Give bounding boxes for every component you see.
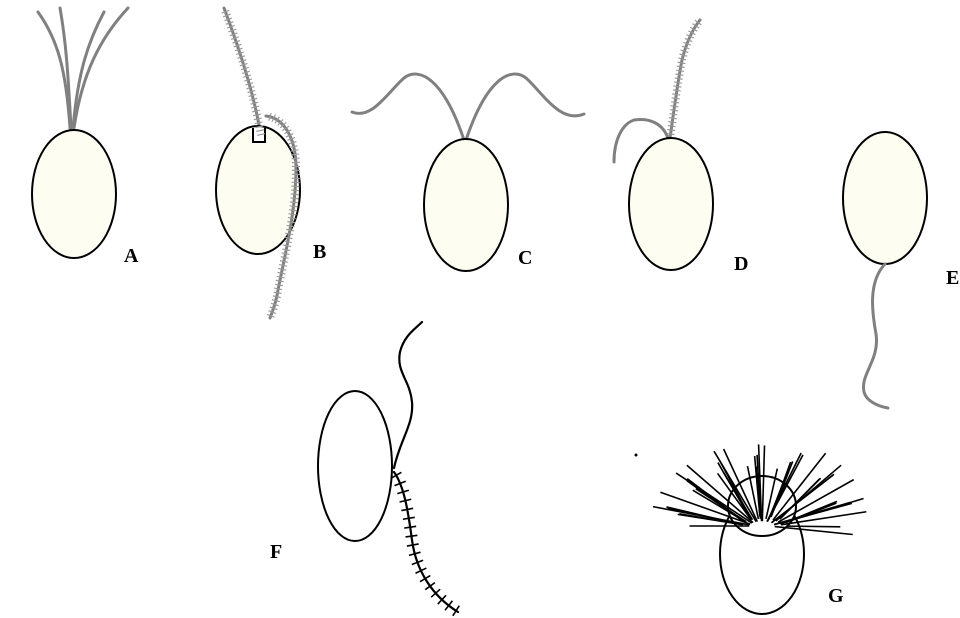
label-f: F [270,541,282,563]
flagellar-hair [673,86,681,87]
flagellar-hair [277,276,285,278]
crown-flagellum [788,526,841,527]
cell-body-f [318,391,392,541]
flagellar-hair [672,98,680,99]
cell-body-d [629,138,713,270]
flagellar-hair [671,102,679,103]
flagellar-hair [407,544,419,546]
cell-type-d: D [614,20,748,275]
flagellar-hair [669,118,677,119]
flagellar-hair [291,186,299,187]
flagellar-hair [678,62,686,64]
cell-body-c [424,139,508,271]
flagellar-hair [406,535,418,537]
cell-type-c: C [352,74,584,271]
flagellar-hair [290,198,298,199]
flagellar-hair [278,268,286,270]
flagellar-hair [677,66,685,67]
flagellar-hair [255,122,263,124]
cell-body-b [216,126,300,254]
cell-type-b: B [216,8,326,318]
stray-dot [635,454,638,457]
flagellar-hair [404,526,416,528]
flagellar-hair [670,110,678,111]
flagellar-hair [676,70,684,71]
flagellar-hair [273,296,281,298]
label-e: E [946,267,959,289]
cell-type-g: G [635,444,867,614]
label-a: A [124,245,139,267]
flagellar-hair [278,272,286,274]
flagellum-c-left [352,74,464,140]
flagellum-c-right [466,74,584,140]
flagellar-hair [671,106,679,107]
cell-body-a [32,130,116,258]
flagellar-hair [667,130,675,131]
flagellar-hair [291,190,299,191]
cell-type-f: F [270,322,459,616]
label-b: B [313,241,326,263]
flagellar-hair [675,74,683,75]
flagellar-hair [668,126,676,127]
flagellum-f-hairy [394,472,458,612]
flagellar-hair [669,114,677,115]
flagellar-hair [453,606,459,616]
flagellar-hair [284,241,292,242]
flagellum-e-posterior [863,264,888,408]
flagellar-hair [675,78,683,79]
flagellar-hair [425,583,435,590]
flagellar-hair [282,253,290,255]
flagellar-hair [401,508,413,510]
flagellar-hair [281,257,289,259]
flagellar-hair [668,122,676,123]
label-g: G [828,585,844,607]
flagellum-a-1 [38,12,70,128]
label-c: C [518,247,532,269]
flagellar-hair [252,110,260,112]
cell-body-e [843,132,927,264]
cell-type-a: A [32,8,139,267]
flagellar-hair [291,194,299,195]
flagellar-hair [673,90,681,91]
flagellar-hair [403,517,415,519]
flagellar-hair [279,265,287,267]
flagellar-hair [672,94,680,95]
flagellar-hair [274,292,282,293]
flagellar-hair [282,249,290,251]
flagellar-hair [674,82,682,83]
flagellar-hair [254,118,262,120]
flagellar-hair [274,288,282,290]
flagellar-hair [276,280,284,282]
flagellum-f-hairy-ticks [391,472,459,615]
flagellar-hair [292,158,300,159]
flagellum-d-hairy [670,20,700,138]
flagellar-hair [253,114,261,116]
flagellar-hair [275,284,283,286]
flagellum-f-smooth [394,322,422,468]
label-d: D [734,253,748,275]
flagellar-hair [283,245,291,247]
cell-type-e: E [843,132,959,408]
flagellar-hair [280,261,288,263]
flagellum-d-hairy-hairs [670,20,700,138]
